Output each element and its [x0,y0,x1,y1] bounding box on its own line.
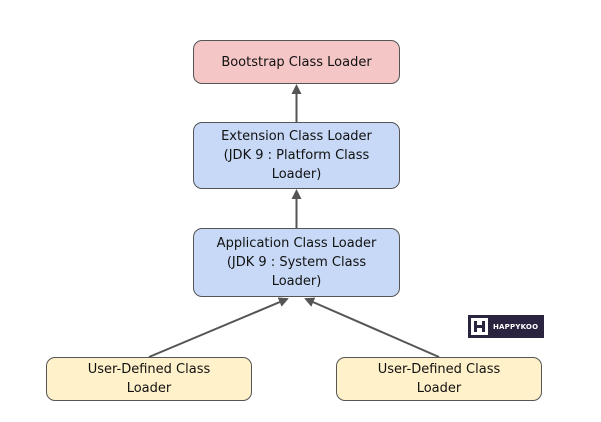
user-left-label: User-Defined Class Loader [82,360,217,398]
user-left-label-line-1: User-Defined Class [87,362,211,377]
extension-class-loader-node: Extension Class Loader (JDK 9 : Platform… [193,122,400,189]
logo-text: HAPPYKOO [493,322,539,331]
application-class-loader-node: Application Class Loader (JDK 9 : System… [193,228,400,297]
extension-label-line-2: (JDK 9 : Platform Class [223,148,370,163]
edge-user-right-to-application [304,297,440,358]
bootstrap-label: Bootstrap Class Loader [215,53,377,72]
user-right-label-line-2: Loader [416,381,462,396]
application-label-line-2: (JDK 9 : System Class [226,255,367,270]
edge-user-left-to-application [148,297,289,358]
bootstrap-class-loader-node: Bootstrap Class Loader [193,40,400,84]
user-right-label-line-1: User-Defined Class [377,362,501,377]
application-label-line-1: Application Class Loader [216,236,377,251]
user-right-label: User-Defined Class Loader [372,360,507,398]
extension-label-line-1: Extension Class Loader [221,129,372,144]
application-label: Application Class Loader (JDK 9 : System… [211,234,383,291]
application-label-line-3: Loader) [271,274,322,289]
happykoo-logo: HAPPYKOO [468,315,544,338]
extension-label-line-3: Loader) [271,167,322,182]
user-left-label-line-2: Loader [126,381,172,396]
h-logo-icon [471,318,488,335]
extension-label: Extension Class Loader (JDK 9 : Platform… [215,127,378,184]
user-defined-class-loader-right-node: User-Defined Class Loader [336,357,542,401]
user-defined-class-loader-left-node: User-Defined Class Loader [46,357,252,401]
bootstrap-label-line: Bootstrap Class Loader [221,54,372,70]
